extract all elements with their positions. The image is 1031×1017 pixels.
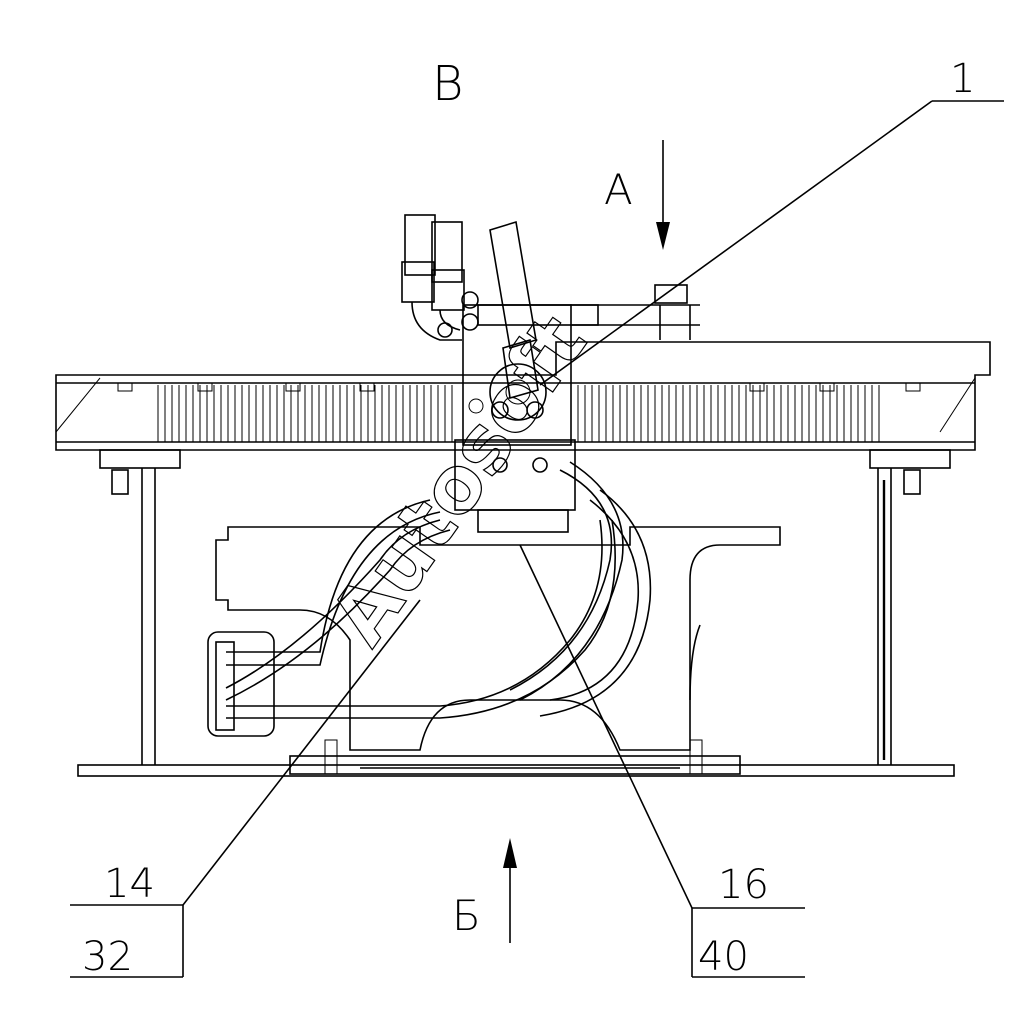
callout-32-bottom: 32 xyxy=(82,934,133,980)
callout-1-top: 1 xyxy=(950,56,975,102)
hose-bracket xyxy=(207,631,275,737)
callout-14-32: 14 32 xyxy=(70,599,421,980)
hoses xyxy=(225,461,652,719)
view-arrow-a xyxy=(656,140,670,250)
view-label-a: А xyxy=(604,165,633,214)
callout-16-top: 16 xyxy=(718,862,769,908)
callout-14-top: 14 xyxy=(104,861,155,907)
callout-40-bottom: 40 xyxy=(698,934,749,980)
fin-band-right xyxy=(577,385,880,442)
fin-band-left xyxy=(157,385,453,442)
view-label-be: Б xyxy=(452,891,481,940)
watermark: Autosoft xyxy=(314,300,605,661)
view-arrow-be xyxy=(503,838,517,943)
view-label-b: В xyxy=(432,56,463,112)
frame-supports xyxy=(141,468,892,765)
base-plate xyxy=(77,739,955,777)
valve-block xyxy=(454,284,700,533)
callout-16-40: 16 40 xyxy=(519,544,805,980)
fittings xyxy=(401,214,539,400)
callout-1: 1 xyxy=(539,56,1004,386)
rail-bolts xyxy=(111,382,921,495)
housing-casting xyxy=(215,526,781,751)
